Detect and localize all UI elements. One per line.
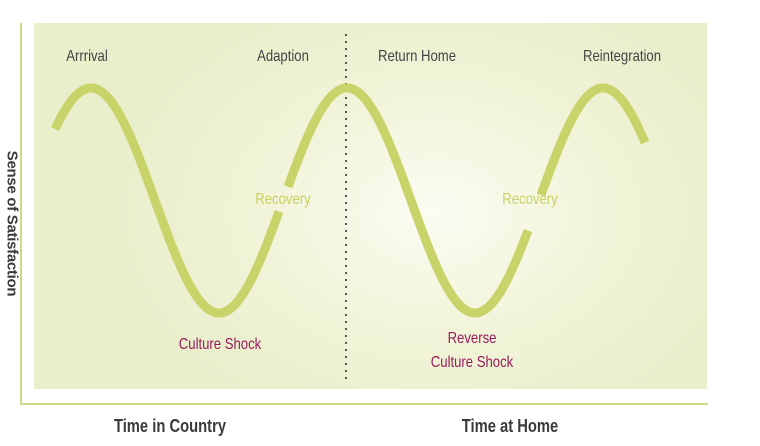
stage-label-reverse-culture-shock-line2: Culture Shock bbox=[430, 354, 514, 371]
stage-label-culture-shock: Culture Shock bbox=[178, 336, 262, 353]
stage-label-reverse-culture-shock-line1: Reverse bbox=[447, 330, 497, 347]
x-axis-line bbox=[20, 403, 708, 405]
x-axis-label-time-at-home: Time at Home bbox=[461, 416, 559, 436]
stage-label-adaption: Adaption bbox=[257, 48, 309, 65]
y-axis-line bbox=[20, 23, 22, 405]
diagram-background bbox=[34, 23, 707, 389]
stage-label-return-home: Return Home bbox=[377, 48, 457, 65]
satisfaction-curve-segment bbox=[50, 83, 284, 318]
stage-label-recovery: Recovery bbox=[502, 191, 558, 208]
stage-label-reintegration: Reintegration bbox=[582, 48, 662, 65]
satisfaction-curve-segment bbox=[283, 83, 533, 318]
stage-label-recovery: Recovery bbox=[255, 191, 311, 208]
x-axis-label-time-in-country: Time in Country bbox=[113, 416, 227, 436]
satisfaction-curve-segment bbox=[536, 83, 650, 197]
stage-label-arrival: Arrrival bbox=[66, 48, 108, 65]
